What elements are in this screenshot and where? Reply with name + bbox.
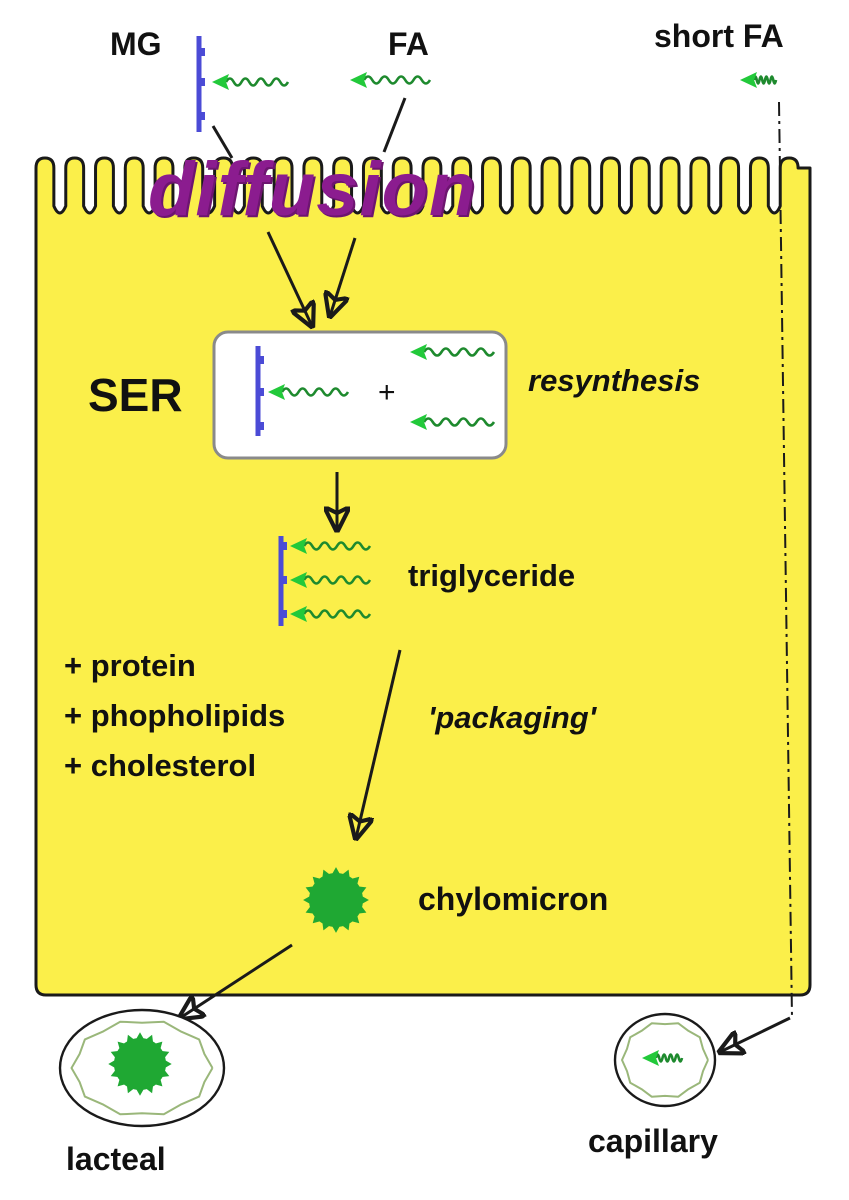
ser-monoglyceride: [255, 346, 350, 436]
chylomicron-to-lacteal-arrow: [180, 943, 293, 1018]
packaging-arrow: [356, 649, 402, 838]
fa-connector-line: [382, 97, 407, 153]
ser-box: [212, 330, 508, 460]
monoglyceride-molecule: [196, 36, 290, 132]
diffusion-label: diffusion: [148, 147, 477, 232]
ser-plus-sign: +: [378, 376, 396, 409]
addition-protein-label: + protein: [64, 648, 196, 683]
chylomicron-particle: [303, 867, 369, 933]
triglyceride-molecule: [278, 536, 372, 626]
addition-phospholipids-label: + phopholipids: [64, 698, 286, 733]
mg-label: MG: [110, 26, 162, 62]
ser-fatty-acid-top: [410, 344, 496, 360]
short-fa-label: short FA: [654, 18, 784, 54]
packaging-label: 'packaging': [428, 700, 597, 735]
short-fa-transport-line: [778, 101, 793, 1019]
capillary-short-fatty-acid: [642, 1050, 684, 1066]
mg-connector-line: [211, 125, 234, 159]
ser-fatty-acid-bottom: [410, 414, 496, 430]
resynthesis-label: resynthesis: [528, 363, 701, 398]
addition-cholesterol-label: + cholesterol: [64, 748, 257, 783]
lacteal-label: lacteal: [66, 1141, 166, 1177]
triglyceride-label: triglyceride: [408, 558, 576, 593]
fa-label: FA: [388, 26, 429, 62]
diffusion-arrow-right: [330, 237, 357, 316]
lacteal-chylomicron: [108, 1032, 172, 1096]
ser-label: SER: [88, 369, 183, 421]
capillary-label: capillary: [588, 1123, 718, 1159]
short-fa-to-capillary-arrow: [720, 1016, 791, 1052]
fatty-acid-molecule: [350, 72, 432, 88]
short-fatty-acid-molecule: [740, 72, 778, 88]
chylomicron-label: chylomicron: [418, 881, 609, 917]
diffusion-arrow-left: [266, 231, 312, 326]
